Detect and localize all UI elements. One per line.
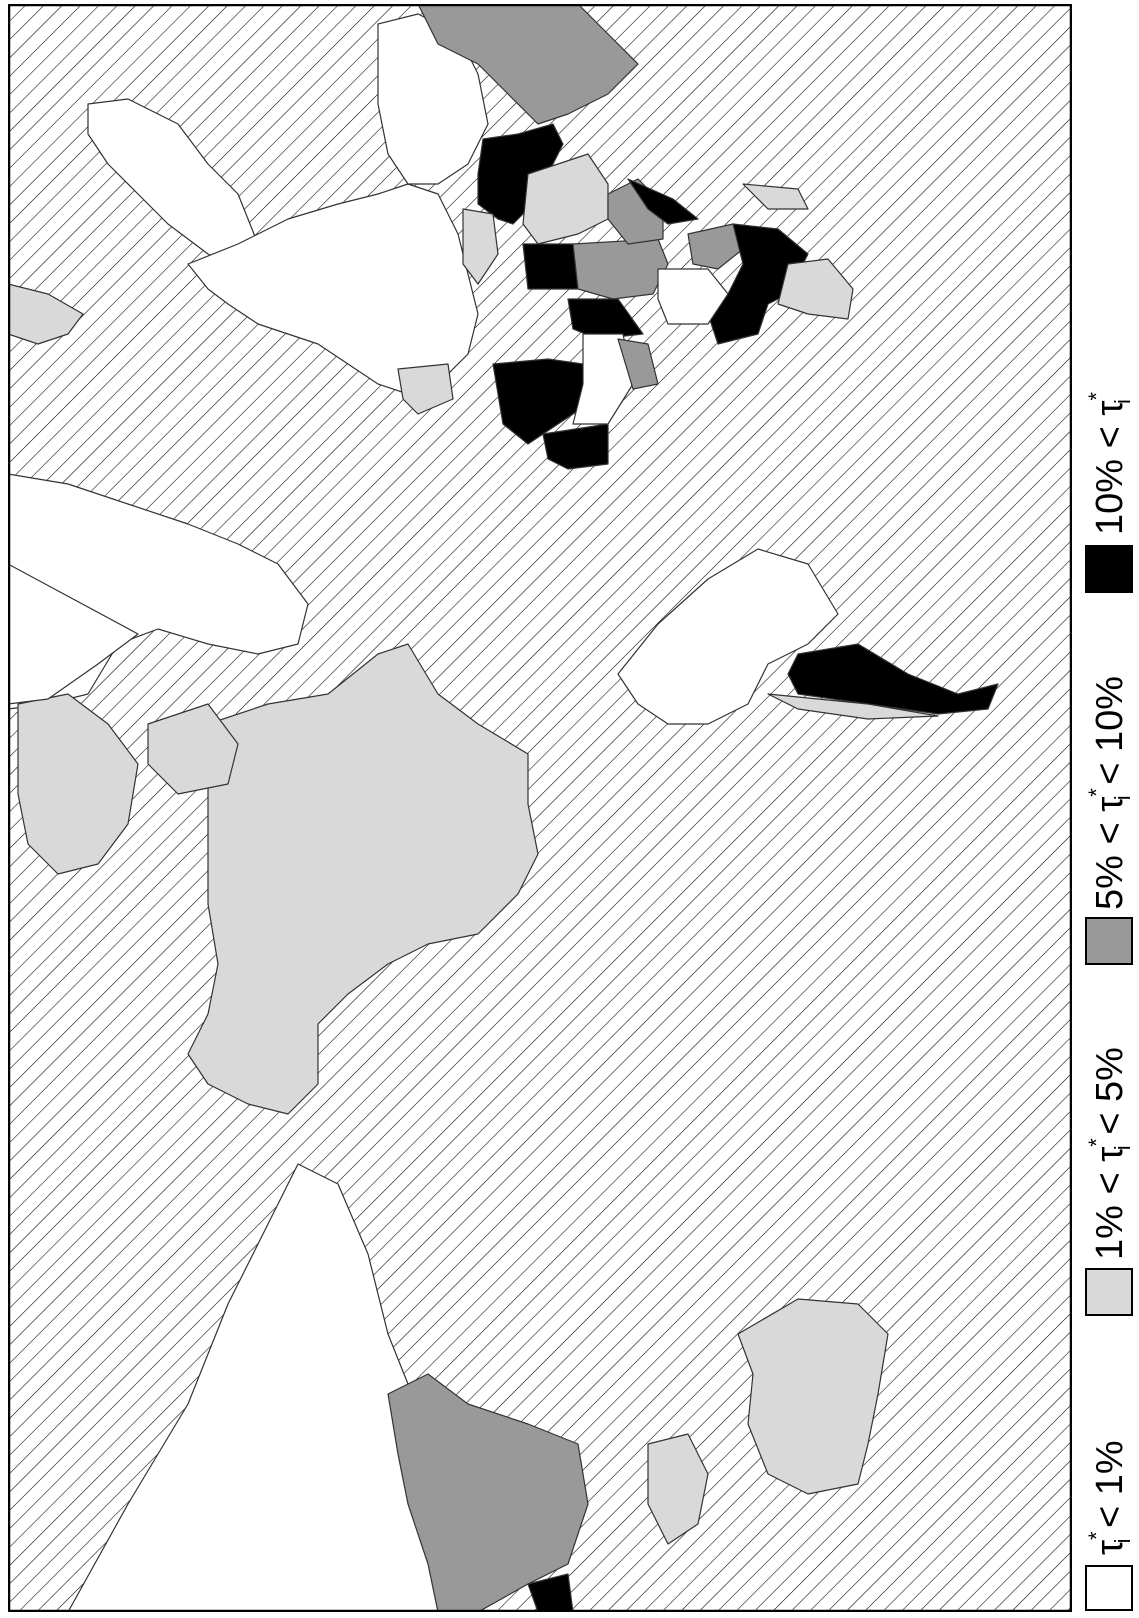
region-black-sw <box>492 358 589 445</box>
legend-swatch-gt10 <box>1085 545 1133 593</box>
region-gray-mid1 <box>572 238 669 300</box>
region-gray-ne <box>687 223 744 270</box>
map-border <box>8 4 1072 1612</box>
region-north-america <box>187 643 539 1115</box>
region-white-south-landmass <box>617 548 839 725</box>
region-lightgray-island <box>742 183 809 210</box>
region-lightgray-west2 <box>397 363 454 415</box>
legend-label-gt10: 10% < τ*i <box>1084 392 1135 535</box>
region-lightgray-mid <box>522 153 609 245</box>
region-black-sw2 <box>542 423 609 470</box>
region-arctic-islands <box>17 693 139 875</box>
region-white-east <box>657 268 729 325</box>
region-black-east <box>707 223 809 345</box>
region-lightgray-bottom-right <box>737 1298 889 1495</box>
region-europe <box>187 183 479 395</box>
region-black-bottom <box>527 1573 574 1612</box>
region-lightgray-west <box>462 208 499 285</box>
region-greenland-white <box>8 483 139 705</box>
region-lightgray-south-strip <box>767 693 939 720</box>
region-black-mid1 <box>522 243 579 290</box>
legend-swatch-1-5 <box>1085 1268 1133 1316</box>
region-gray-left <box>8 283 84 345</box>
region-gray-bottom <box>387 1373 589 1612</box>
legend-swatch-lt1 <box>1085 1565 1133 1611</box>
region-black-ne <box>627 178 699 225</box>
world-map <box>8 4 1072 1612</box>
region-black-south-strip <box>787 643 999 715</box>
region-arctic-island2 <box>147 703 239 795</box>
region-white-sw <box>572 333 634 425</box>
region-gray-sw <box>617 338 659 390</box>
legend-label-lt1: τ*i < 1% <box>1084 1440 1135 1555</box>
legend-label-1-5: 1% < τ*i < 5% <box>1084 1047 1135 1260</box>
region-lightgray-east <box>777 258 854 320</box>
region-lightgray-bottom-mid <box>647 1433 709 1545</box>
legend-label-5-10: 5% < τ*i < 10% <box>1084 675 1135 910</box>
legend-swatch-5-10 <box>1085 917 1133 965</box>
region-gray-top <box>417 4 639 125</box>
